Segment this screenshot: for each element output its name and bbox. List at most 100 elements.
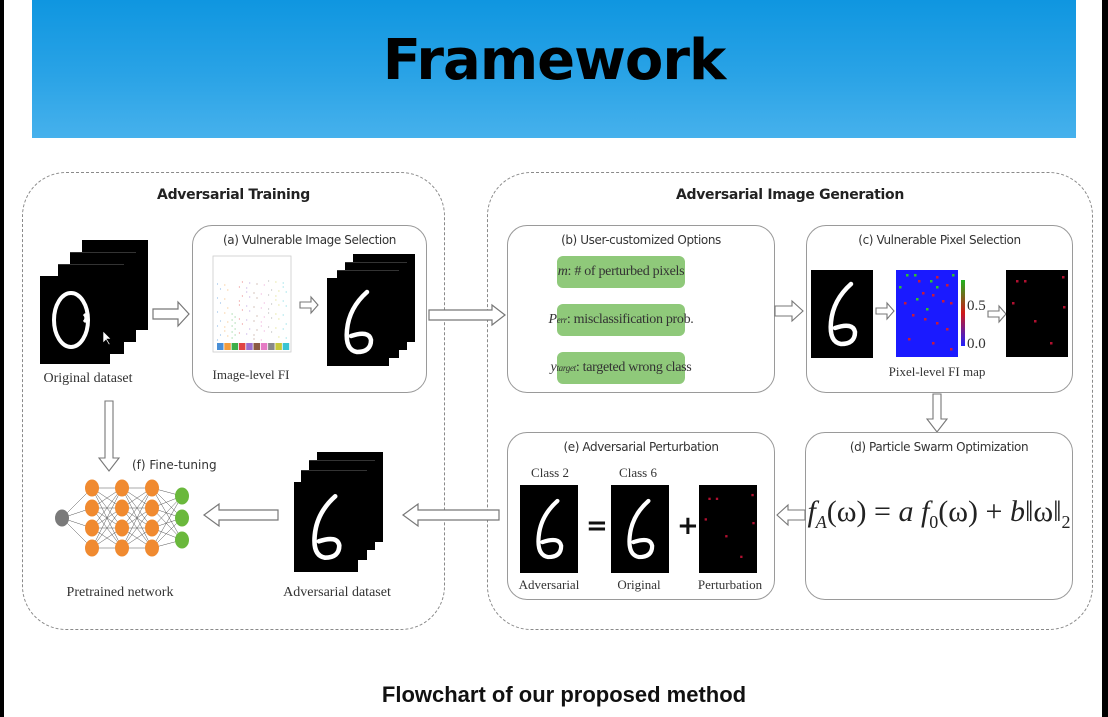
perturbed-pixel: [752, 521, 755, 525]
adversarial-training-group: Adversarial Training: [22, 172, 445, 630]
fi-point: [263, 330, 265, 332]
perturbed-pixel: [751, 493, 754, 497]
fi-class-bar: [224, 343, 231, 350]
fi-map-pixel: [942, 300, 945, 303]
fi-point: [278, 304, 280, 306]
nn-edge: [121, 487, 153, 549]
fi-point: [238, 304, 240, 306]
fi-map-pixel: [922, 292, 925, 295]
fi-point: [249, 328, 251, 330]
nn-hidden-node: [115, 479, 129, 497]
perturbed-pixel: [1063, 306, 1066, 309]
fi-point: [268, 312, 270, 314]
adversarial-image-generation-title: Adversarial Image Generation: [675, 187, 905, 203]
fi-point: [231, 325, 233, 327]
nn-output-node: [175, 509, 189, 527]
fi-class-bar: [268, 343, 275, 350]
fi-point: [231, 313, 233, 315]
arrow-original-to-a: [152, 300, 190, 328]
fi-class-bar: [275, 343, 282, 350]
fi-point: [268, 294, 270, 296]
fi-map-pixel: [918, 280, 921, 283]
fi-point: [263, 316, 265, 318]
fi-point: [285, 291, 287, 293]
arrow-d-to-e: [776, 503, 806, 527]
fi-map-pixel: [946, 328, 949, 331]
figure-caption: Flowchart of our proposed method: [381, 682, 747, 707]
panel-a-vulnerable-image-selection: (a) Vulnerable Image Selection Image-lev…: [192, 225, 427, 393]
fi-class-bar: [282, 343, 290, 350]
fi-point: [278, 336, 280, 338]
fi-point: [271, 331, 273, 333]
fi-point: [224, 330, 226, 332]
fi-point: [253, 338, 255, 340]
fi-point: [282, 282, 284, 284]
fi-class-bar: [231, 343, 239, 350]
fi-point: [216, 339, 219, 341]
fi-point: [234, 328, 236, 330]
arrow-dataset-to-network: [202, 502, 279, 528]
perturbation-caption: Perturbation: [697, 577, 763, 592]
image-level-fi-label: Image-level FI: [212, 367, 290, 382]
fi-point: [260, 339, 262, 341]
fi-point: [256, 315, 258, 317]
fi-map-pixel: [936, 286, 939, 289]
fi-point: [253, 292, 255, 294]
fi-point: [256, 283, 258, 285]
fi-point: [275, 281, 277, 283]
panel-c-title: (c) Vulnerable Pixel Selection: [858, 233, 1021, 247]
fi-point: [234, 322, 236, 324]
fi-point: [260, 293, 262, 295]
perturbed-pixel: [1062, 276, 1065, 279]
fi-point: [275, 313, 277, 315]
perturbed-pixel: [1034, 320, 1037, 323]
fi-point: [249, 296, 251, 298]
left-frame-border: [0, 0, 4, 717]
fi-point: [285, 323, 287, 325]
fi-point: [285, 337, 287, 339]
adversarial-dataset-label: Adversarial dataset: [283, 585, 391, 600]
fi-point: [219, 320, 222, 322]
fi-map-pixel: [930, 280, 933, 283]
fi-map-pixel: [950, 348, 953, 351]
fi-point: [271, 303, 273, 305]
equals-sign: =: [586, 511, 608, 541]
nn-edge: [121, 507, 153, 549]
fi-point: [278, 318, 280, 320]
fi-point: [216, 311, 219, 313]
fi-point: [246, 291, 248, 293]
fi-point: [238, 332, 240, 334]
fi-map-pixel: [936, 322, 939, 325]
fi-point: [227, 321, 229, 323]
perturbed-pixel: [715, 497, 719, 500]
pixel-level-fi-map: [896, 270, 958, 357]
fi-point: [271, 317, 273, 319]
original-image: [611, 485, 669, 573]
fi-point: [282, 286, 284, 288]
panel-e-adversarial-perturbation: (e) Adversarial Perturbation Class 2 Cla…: [507, 432, 775, 600]
nn-edge: [151, 487, 183, 541]
fi-map-pixel: [952, 274, 955, 277]
nn-hidden-node: [85, 479, 99, 497]
pretrained-network-label: Pretrained network: [66, 585, 174, 600]
selected-pixel-dots: [1012, 276, 1066, 345]
nn-hidden-node: [145, 479, 159, 497]
fi-point: [241, 323, 243, 325]
fi-map-pixel: [906, 274, 909, 277]
fi-point: [253, 334, 255, 336]
fi-point: [224, 312, 226, 314]
dataset-image-front: [40, 276, 110, 364]
fi-point: [249, 282, 251, 284]
fi-point: [241, 295, 243, 297]
panel-d-particle-swarm-optimization: (d) Particle Swarm Optimization fA(ω) = …: [805, 432, 1073, 600]
pixel-level-fi-map-label: Pixel-level FI map: [888, 364, 986, 379]
fi-class-bar: [260, 343, 268, 350]
arrow-original-to-network: [97, 400, 121, 472]
fi-point: [216, 283, 219, 285]
fi-point: [216, 325, 219, 327]
fi-point: [271, 289, 273, 291]
fi-point: [263, 302, 265, 304]
nn-edge: [91, 487, 123, 549]
perturbed-pixel: [1012, 302, 1015, 305]
perturbed-pixel: [740, 555, 743, 558]
